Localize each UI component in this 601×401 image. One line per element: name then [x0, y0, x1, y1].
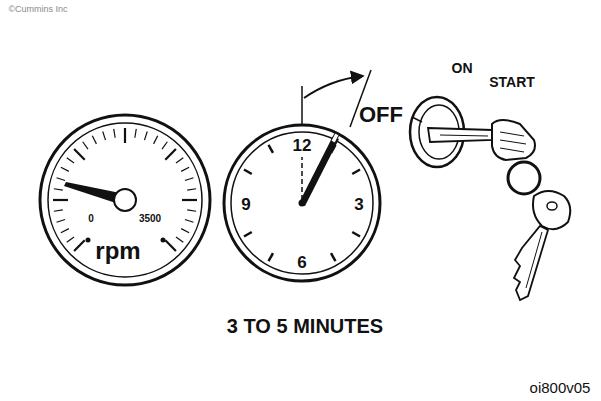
tick-mark	[144, 132, 147, 141]
clock	[224, 70, 380, 281]
tick-mark	[185, 219, 194, 222]
hour-mark	[331, 253, 336, 261]
tick-mark	[54, 210, 63, 211]
tick-mark	[67, 237, 74, 242]
tick-mark	[83, 142, 88, 149]
tick-mark	[182, 199, 197, 201]
tick-mark	[187, 210, 196, 211]
switch-position: OFF	[359, 104, 403, 126]
scale-number: 0	[88, 214, 94, 224]
clock-number: 6	[297, 254, 306, 271]
unit-label: rpm	[95, 239, 140, 263]
clock-number: 9	[241, 196, 250, 213]
tick-mark	[176, 158, 183, 163]
switch-position: START	[489, 75, 535, 89]
tick-mark	[114, 129, 115, 138]
hour-mark	[269, 253, 274, 261]
tick-mark	[74, 149, 85, 160]
tick-mark	[176, 237, 183, 242]
figure-id: oi800v05	[530, 380, 591, 395]
hour-mark	[269, 145, 274, 153]
tick-mark	[92, 136, 96, 144]
tick-mark	[165, 240, 176, 251]
tick-mark	[57, 219, 66, 222]
tick-mark	[57, 178, 66, 181]
tick-mark	[165, 149, 176, 160]
hour-mark	[352, 232, 360, 237]
watermark: ©Cummins Inc	[8, 5, 67, 14]
hour-mark	[352, 170, 360, 175]
tick-mark	[135, 129, 136, 138]
tick-mark	[74, 240, 85, 251]
tachometer	[40, 115, 210, 285]
hour-mark	[244, 232, 252, 237]
tick-mark	[181, 167, 189, 171]
caption: 3 TO 5 MINUTES	[227, 316, 383, 336]
tick-mark	[187, 189, 196, 190]
clock-number: 12	[293, 137, 312, 154]
tick-mark	[61, 229, 69, 233]
tick-mark	[181, 229, 189, 233]
tick-mark	[61, 167, 69, 171]
switch-position: ON	[452, 61, 473, 75]
tick-mark	[54, 189, 63, 190]
scale-number: 3500	[139, 214, 161, 224]
tick-mark	[162, 142, 167, 149]
clock-number: 3	[354, 196, 363, 213]
tick-mark	[124, 128, 126, 143]
tick-mark	[185, 178, 194, 181]
tick-mark	[53, 199, 68, 201]
tick-mark	[154, 136, 158, 144]
key-switch	[410, 97, 570, 300]
tick-mark	[67, 158, 74, 163]
hour-mark	[244, 170, 252, 175]
tick-mark	[103, 132, 106, 141]
